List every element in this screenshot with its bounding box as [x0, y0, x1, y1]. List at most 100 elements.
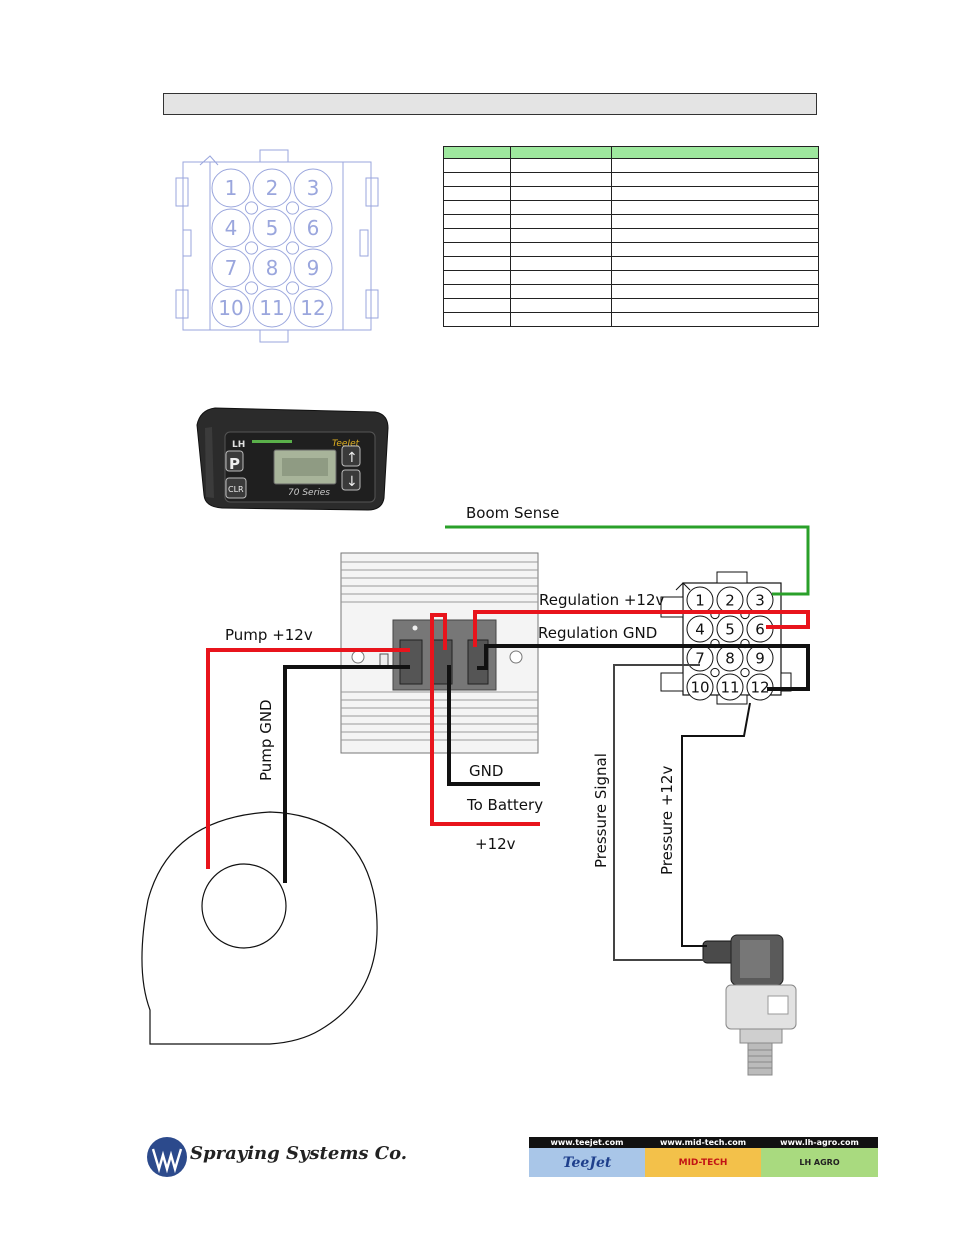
outline-key-hole	[244, 201, 259, 215]
outline-key-hole	[285, 281, 300, 295]
section-title-bar	[163, 93, 817, 115]
outline-pin-label-2: 2	[266, 176, 279, 200]
clr-button[interactable]	[225, 477, 247, 499]
connector-pin-label-10: 10	[690, 678, 709, 696]
connector-pin-10	[686, 673, 714, 701]
outline-key-hole	[285, 241, 300, 255]
up-button[interactable]	[341, 445, 361, 467]
pressure-12v-label: Pressure +12v	[658, 766, 676, 875]
p-button[interactable]	[225, 450, 244, 472]
table-row	[443, 270, 819, 285]
connector-pin-label-3: 3	[755, 591, 765, 609]
pressure-signal-wire	[613, 664, 704, 961]
connector-pin-label-7: 7	[695, 649, 705, 667]
table-row	[443, 172, 819, 187]
wires	[206, 525, 810, 961]
outline-pin-label-1: 1	[225, 176, 238, 200]
outline-pin-6	[293, 208, 333, 248]
table-row	[443, 158, 819, 173]
table-row	[443, 312, 819, 327]
table-row	[443, 298, 819, 313]
battery-12v-wire	[430, 613, 540, 826]
controller-brand-right: TeeJet	[332, 439, 360, 449]
to-battery-label: To Battery	[466, 796, 543, 814]
controller-console: LH TeeJet P CLR 70 Series ↑ ↓	[196, 407, 389, 511]
connector-pin-4	[686, 615, 714, 643]
connector-pin-label-8: 8	[725, 649, 735, 667]
spraying-systems-logo	[147, 1137, 187, 1177]
outline-pin-4	[211, 208, 251, 248]
teejet-url[interactable]: www.teejet.com	[529, 1137, 645, 1148]
teejet-logo: TeeJet	[529, 1148, 645, 1177]
brand-bar: www.teejet.com www.mid-tech.com www.lh-a…	[529, 1137, 878, 1177]
table-cell	[611, 312, 819, 327]
pump-12v-wire	[206, 648, 410, 869]
outline-pin-12	[293, 288, 333, 328]
down-button[interactable]	[341, 469, 361, 491]
table-row	[443, 228, 819, 243]
outline-pin-label-4: 4	[225, 216, 238, 240]
p-button-label: P	[229, 455, 240, 473]
connector-pin-label-1: 1	[695, 591, 705, 609]
connector-key-hole	[710, 667, 720, 678]
connector-pin-label-5: 5	[725, 620, 735, 638]
pump-12v-label: Pump +12v	[225, 626, 313, 644]
regulation-gnd-wire	[477, 644, 810, 691]
outline-pin-label-7: 7	[225, 256, 238, 280]
pinout-table	[443, 146, 819, 327]
pressure-sensor	[702, 934, 797, 1076]
outline-pin-7	[211, 248, 251, 288]
regulation-12v-label: Regulation +12v	[539, 591, 665, 609]
outline-pin-11	[252, 288, 292, 328]
lhagro-url[interactable]: www.lh-agro.com	[761, 1137, 878, 1148]
connector-pin-label-9: 9	[755, 649, 765, 667]
boom-sense-wire	[445, 525, 810, 596]
outline-key-hole	[285, 201, 300, 215]
lhagro-logo: LH AGRO	[761, 1148, 878, 1177]
connector-key-hole	[740, 667, 750, 678]
outline-key-hole	[244, 241, 259, 255]
outline-pin-10	[211, 288, 251, 328]
connector-pin-label-6: 6	[755, 620, 765, 638]
connector-pin-5	[716, 615, 744, 643]
outline-pin-label-12: 12	[300, 296, 325, 320]
outline-pin-label-6: 6	[307, 216, 320, 240]
regulation-12v-wire	[473, 610, 810, 647]
plus-12v-label: +12v	[475, 835, 516, 853]
boom-sense-label: Boom Sense	[466, 504, 559, 522]
midtech-logo: MID-TECH	[645, 1148, 761, 1177]
midtech-url[interactable]: www.mid-tech.com	[645, 1137, 761, 1148]
outline-pin-label-11: 11	[259, 296, 284, 320]
outline-pin-label-9: 9	[307, 256, 320, 280]
up-arrow-icon: ↑	[346, 450, 358, 466]
gnd-label: GND	[469, 762, 503, 780]
connector-pin-label-11: 11	[720, 678, 739, 696]
outline-pin-2	[252, 168, 292, 208]
outline-pin-5	[252, 208, 292, 248]
regulation-gnd-label: Regulation GND	[538, 624, 657, 642]
outline-pin-3	[293, 168, 333, 208]
outline-key-hole	[244, 281, 259, 295]
pump-gnd-label: Pump GND	[257, 699, 275, 781]
table-row	[443, 284, 819, 299]
pump-outline	[141, 811, 378, 1045]
connector-pin-label-12: 12	[750, 678, 769, 696]
pressure-signal-label: Pressure Signal	[592, 753, 610, 868]
outline-pin-8	[252, 248, 292, 288]
outline-pin-1	[211, 168, 251, 208]
outline-pin-label-10: 10	[218, 296, 243, 320]
relay-module	[340, 552, 539, 754]
outline-pin-label-5: 5	[266, 216, 279, 240]
outline-pin-9	[293, 248, 333, 288]
pump-gnd-wire	[283, 665, 410, 883]
clr-button-label: CLR	[228, 485, 244, 494]
outline-pin-label-8: 8	[266, 256, 279, 280]
controller-model: 70 Series	[288, 488, 330, 498]
connector-pin-11	[716, 673, 744, 701]
down-arrow-icon: ↓	[346, 474, 358, 490]
connector-pin-label-4: 4	[695, 620, 705, 638]
outline-pin-label-3: 3	[307, 176, 320, 200]
battery-gnd-wire	[447, 665, 540, 786]
